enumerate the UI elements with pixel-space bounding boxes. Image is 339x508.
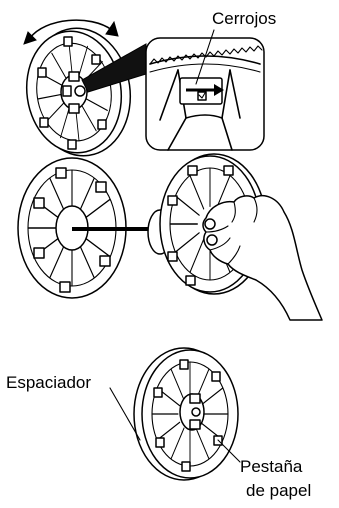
- step2-insert-spindle: [17, 153, 323, 321]
- spacer-label: Espaciador: [6, 373, 91, 392]
- hand-illustration: [202, 194, 323, 321]
- step1-spacer-rotate: Cerrojos: [23, 9, 276, 157]
- paper-tab-label-line2: de papel: [246, 481, 311, 500]
- latches-label: Cerrojos: [212, 9, 276, 28]
- rotation-arrow-icon: [29, 19, 113, 39]
- latch-zoom-box: [145, 37, 265, 151]
- spacer-wheel-bottom: [133, 347, 239, 481]
- spacer-wheel-top: [25, 27, 132, 157]
- step3-installed-spacer: Espaciador Pestaña de papel: [6, 347, 311, 500]
- paper-tab-label-line1: Pestaña: [240, 457, 303, 476]
